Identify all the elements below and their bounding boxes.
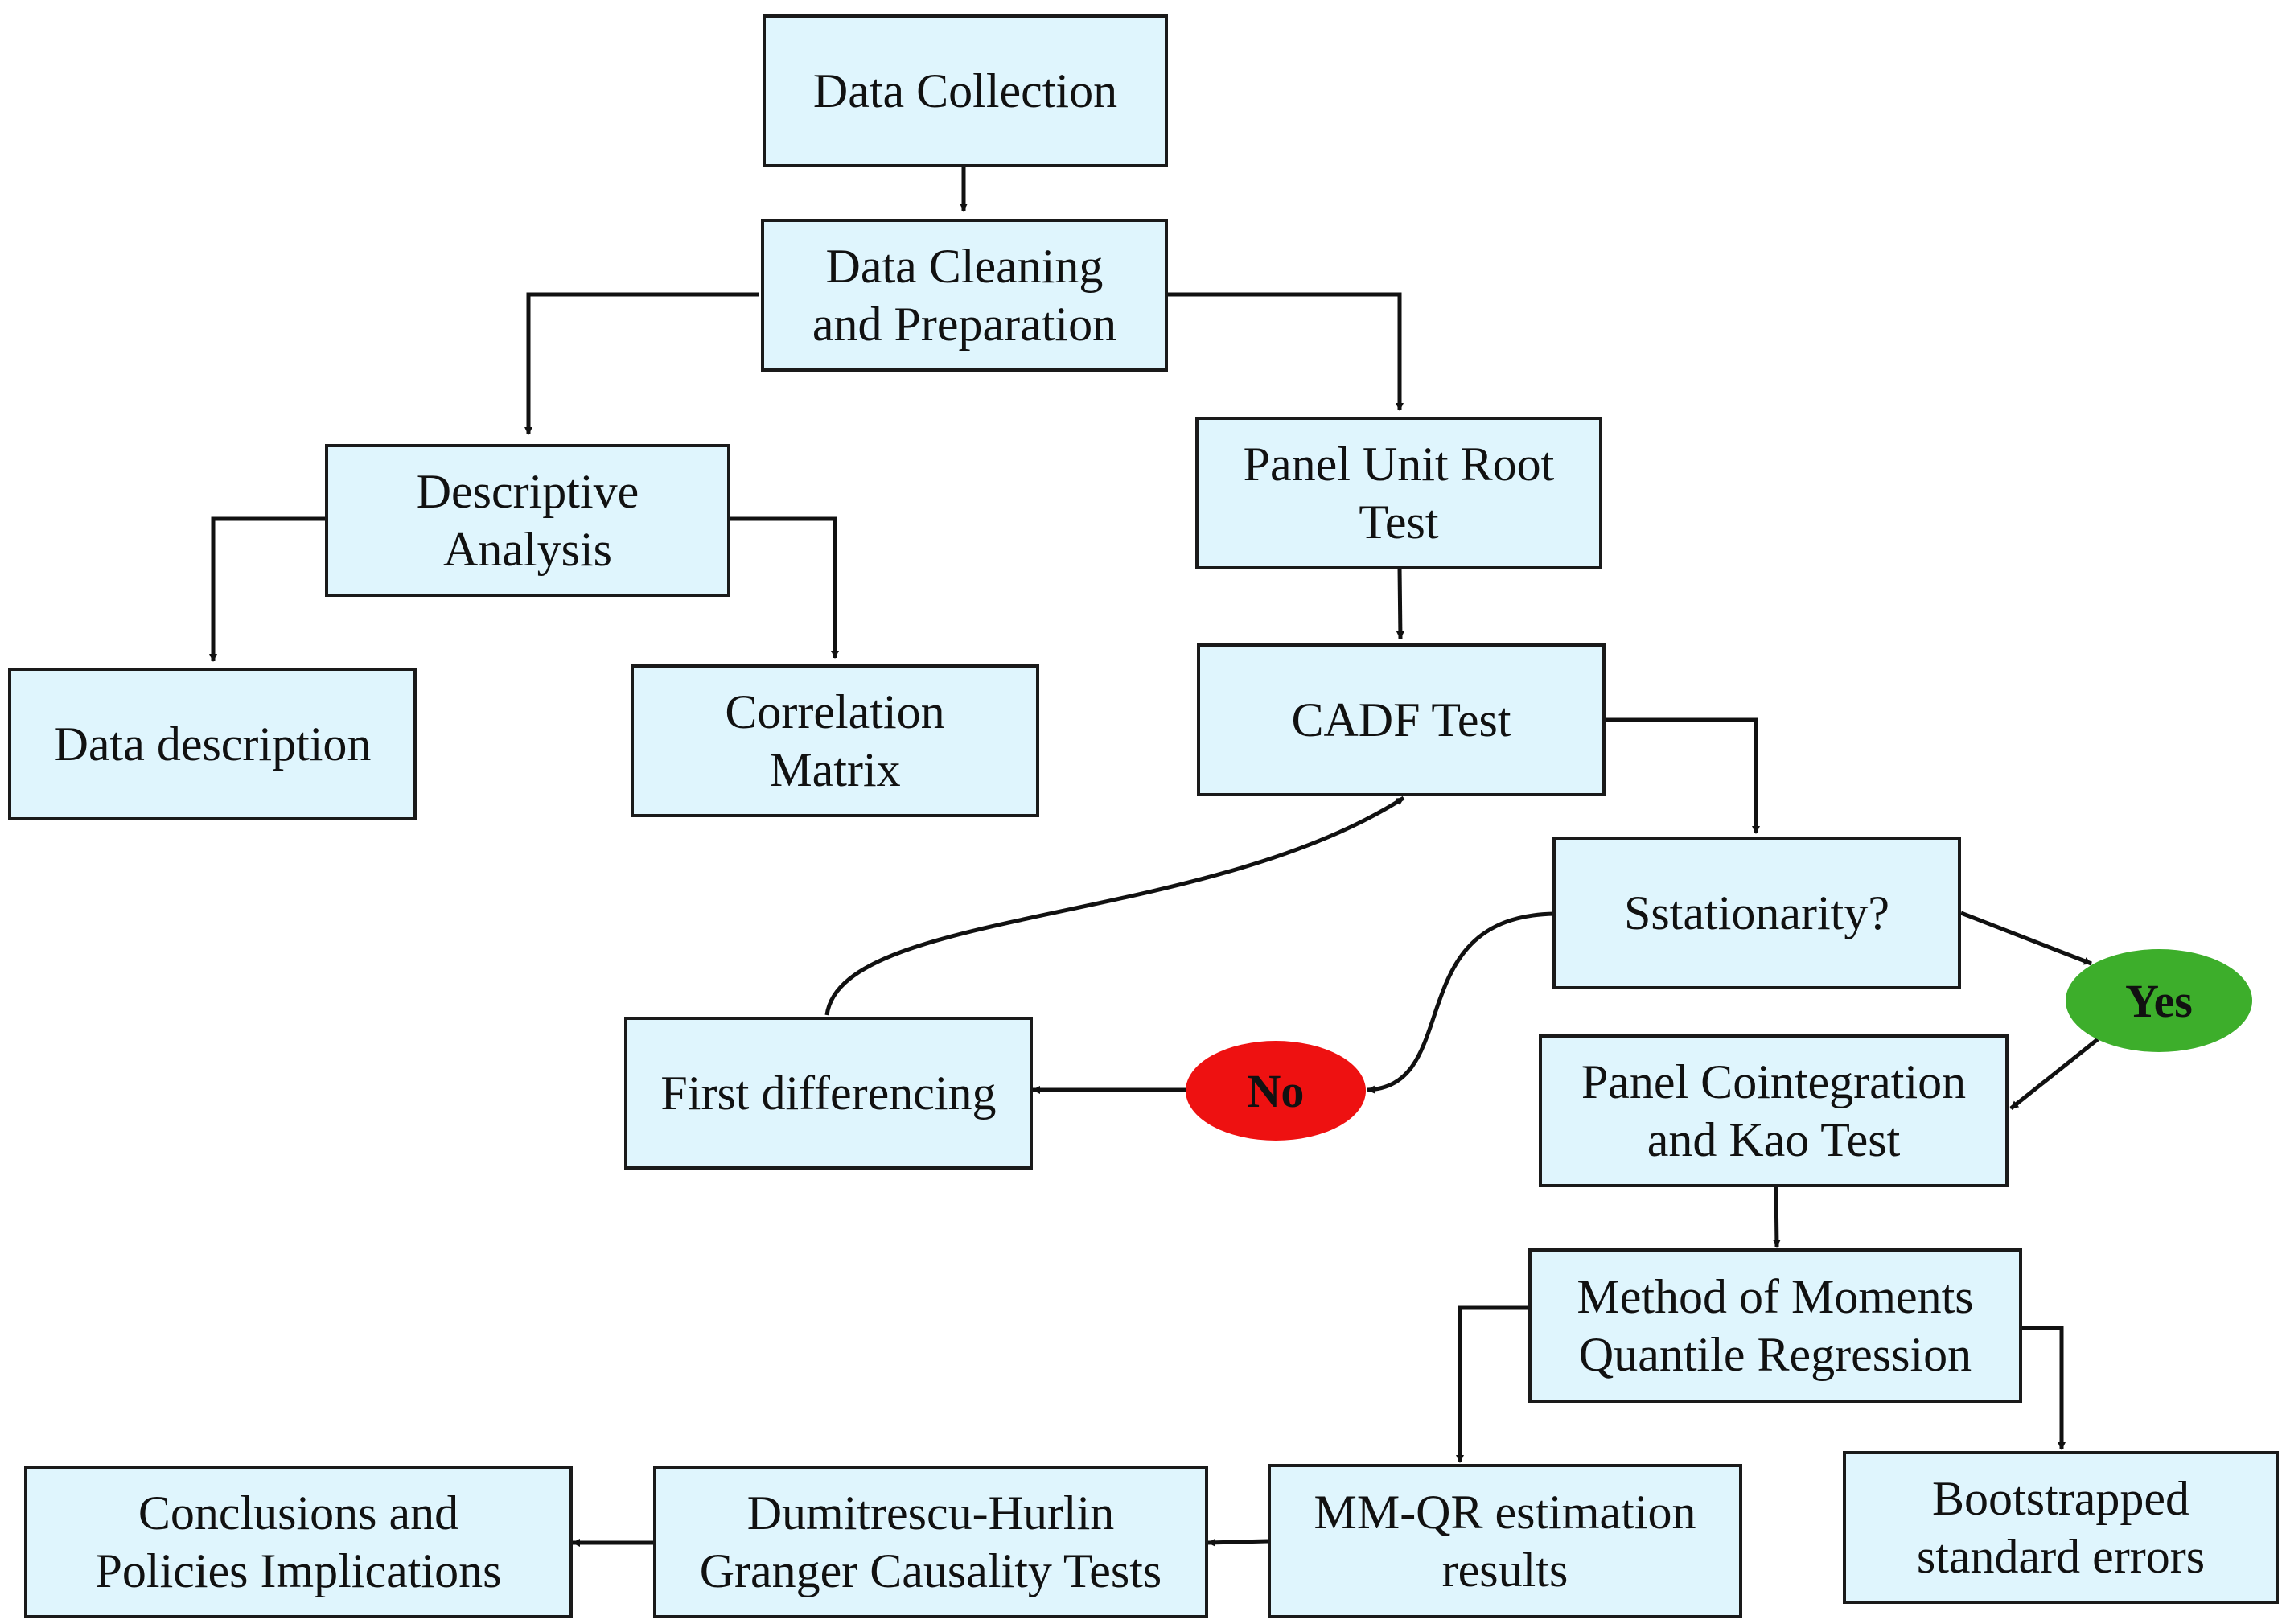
dumitrescu-hurlin-node: Dumitrescu-Hurlin Granger Causality Test… xyxy=(653,1466,1208,1618)
first-differencing-node: First differencing xyxy=(624,1017,1033,1170)
panel-unit-root-node: Panel Unit Root Test xyxy=(1195,417,1602,569)
arrow-descriptive-to-datadesc xyxy=(209,516,325,662)
arrow-cleaning-to-descriptive xyxy=(524,292,759,435)
data-cleaning-node: Data Cleaning and Preparation xyxy=(761,219,1168,372)
arrow-mmqr-to-results xyxy=(1456,1305,1528,1463)
correlation-matrix-node: Correlation Matrix xyxy=(631,664,1039,817)
arrow-cleaning-to-unitroot xyxy=(1166,292,1404,411)
arrow-stationarity-to-yes xyxy=(1960,911,2092,966)
yes-decision: Yes xyxy=(2066,949,2252,1052)
descriptive-analysis-node: Descriptive Analysis xyxy=(325,444,730,597)
arrow-firstdiff-to-cadf xyxy=(824,796,1405,1016)
stationarity-node: Sstationarity? xyxy=(1552,837,1961,989)
arrow-cointegration-to-mmqr xyxy=(1772,1186,1781,1248)
data-collection-node: Data Collection xyxy=(763,14,1168,167)
arrow-mmqr-to-bootstrapped xyxy=(2022,1326,2066,1450)
panel-cointegration-node: Panel Cointegration and Kao Test xyxy=(1539,1034,2009,1187)
data-description-node: Data description xyxy=(8,668,417,820)
cadf-test-node: CADF Test xyxy=(1197,643,1606,796)
arrow-descriptive-to-correlation xyxy=(730,516,839,659)
arrow-yes-to-cointegration xyxy=(2009,1038,2099,1110)
mmqr-node: Method of Moments Quantile Regression xyxy=(1528,1248,2022,1403)
arrow-stationarity-to-no xyxy=(1367,911,1555,1094)
conclusions-node: Conclusions and Policies Implications xyxy=(24,1466,573,1618)
arrow-results-to-dumitrescu xyxy=(1207,1538,1268,1547)
bootstrapped-errors-node: Bootstrapped standard errors xyxy=(1843,1451,2279,1604)
arrow-cadf-to-stationarity xyxy=(1605,717,1760,834)
mmqr-results-node: MM-QR estimation results xyxy=(1268,1464,1742,1618)
no-decision: No xyxy=(1186,1041,1366,1141)
